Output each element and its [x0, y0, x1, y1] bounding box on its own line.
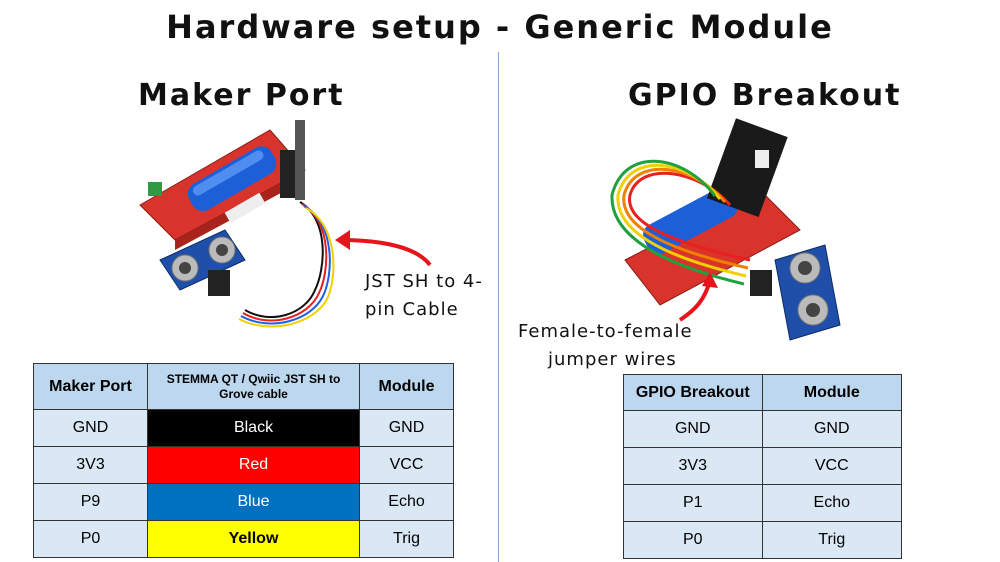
- table-header-row: GPIO Breakout Module: [623, 374, 903, 411]
- robot-board-image: [139, 120, 306, 250]
- wire-color-cell: Blue: [147, 483, 360, 521]
- table-row: GND Black GND: [33, 409, 454, 447]
- maker-port-table: Maker Port STEMMA QT / Qwiic JST SH to G…: [33, 363, 454, 558]
- column-header: GPIO Breakout: [623, 374, 763, 411]
- gpio-pin-cell: P1: [623, 484, 763, 522]
- module-pin-cell: Echo: [359, 483, 454, 521]
- port-cell: P0: [33, 520, 148, 558]
- column-header: Maker Port: [33, 363, 148, 410]
- port-cell: 3V3: [33, 446, 148, 484]
- callout-line: Female-to-female: [518, 321, 693, 342]
- wire-color-cell: Yellow: [147, 520, 360, 558]
- page-title: Hardware setup - Generic Module: [166, 8, 834, 46]
- jumper-wires-image: [610, 159, 751, 286]
- jst-cable-image: [238, 201, 335, 328]
- callout-line: JST SH to 4-: [365, 271, 483, 292]
- gpio-breakout-table: GPIO Breakout Module GND GND 3V3 VCC P1 …: [623, 374, 903, 559]
- port-cell: GND: [33, 409, 148, 447]
- module-pin-cell: VCC: [761, 447, 903, 485]
- gpio-pin-cell: GND: [623, 410, 763, 448]
- module-pin-cell: VCC: [359, 446, 454, 484]
- table-row: 3V3 Red VCC: [33, 446, 454, 484]
- maker-port-board-illustration: [139, 120, 432, 328]
- wire-color-cell: Black: [147, 409, 360, 447]
- ultrasonic-sensor-image: [159, 229, 246, 296]
- module-pin-cell: GND: [761, 410, 903, 448]
- table-row: 3V3 VCC: [623, 447, 903, 485]
- arrow-icon: [678, 272, 718, 322]
- section-divider: [498, 52, 499, 562]
- column-header: Module: [359, 363, 454, 410]
- arrow-icon: [335, 230, 432, 267]
- maker-port-heading: Maker Port: [138, 78, 345, 113]
- table-row: P0 Trig: [623, 521, 903, 559]
- table-row: P9 Blue Echo: [33, 483, 454, 521]
- robot-board-image: [624, 118, 801, 306]
- table-row: P1 Echo: [623, 484, 903, 522]
- table-row: P0 Yellow Trig: [33, 520, 454, 558]
- ultrasonic-sensor-image: [750, 244, 841, 341]
- jst-cable-callout: JST SH to 4- pin Cable: [365, 268, 495, 324]
- gpio-pin-cell: 3V3: [623, 447, 763, 485]
- callout-line: jumper wires: [548, 349, 677, 370]
- module-pin-cell: GND: [359, 409, 454, 447]
- port-cell: P9: [33, 483, 148, 521]
- table-header-row: Maker Port STEMMA QT / Qwiic JST SH to G…: [33, 363, 454, 410]
- gpio-breakout-heading: GPIO Breakout: [628, 78, 902, 113]
- callout-line: pin Cable: [365, 299, 459, 320]
- jumper-wires-callout: Female-to-female jumper wires: [518, 318, 738, 374]
- table-row: GND GND: [623, 410, 903, 448]
- gpio-pin-cell: P0: [623, 521, 763, 559]
- gpio-breakout-board-illustration: [610, 118, 841, 341]
- column-header: Module: [761, 374, 903, 411]
- module-pin-cell: Trig: [761, 521, 903, 559]
- wire-color-cell: Red: [147, 446, 360, 484]
- module-pin-cell: Trig: [359, 520, 454, 558]
- column-header: STEMMA QT / Qwiic JST SH to Grove cable: [147, 363, 360, 410]
- module-pin-cell: Echo: [761, 484, 903, 522]
